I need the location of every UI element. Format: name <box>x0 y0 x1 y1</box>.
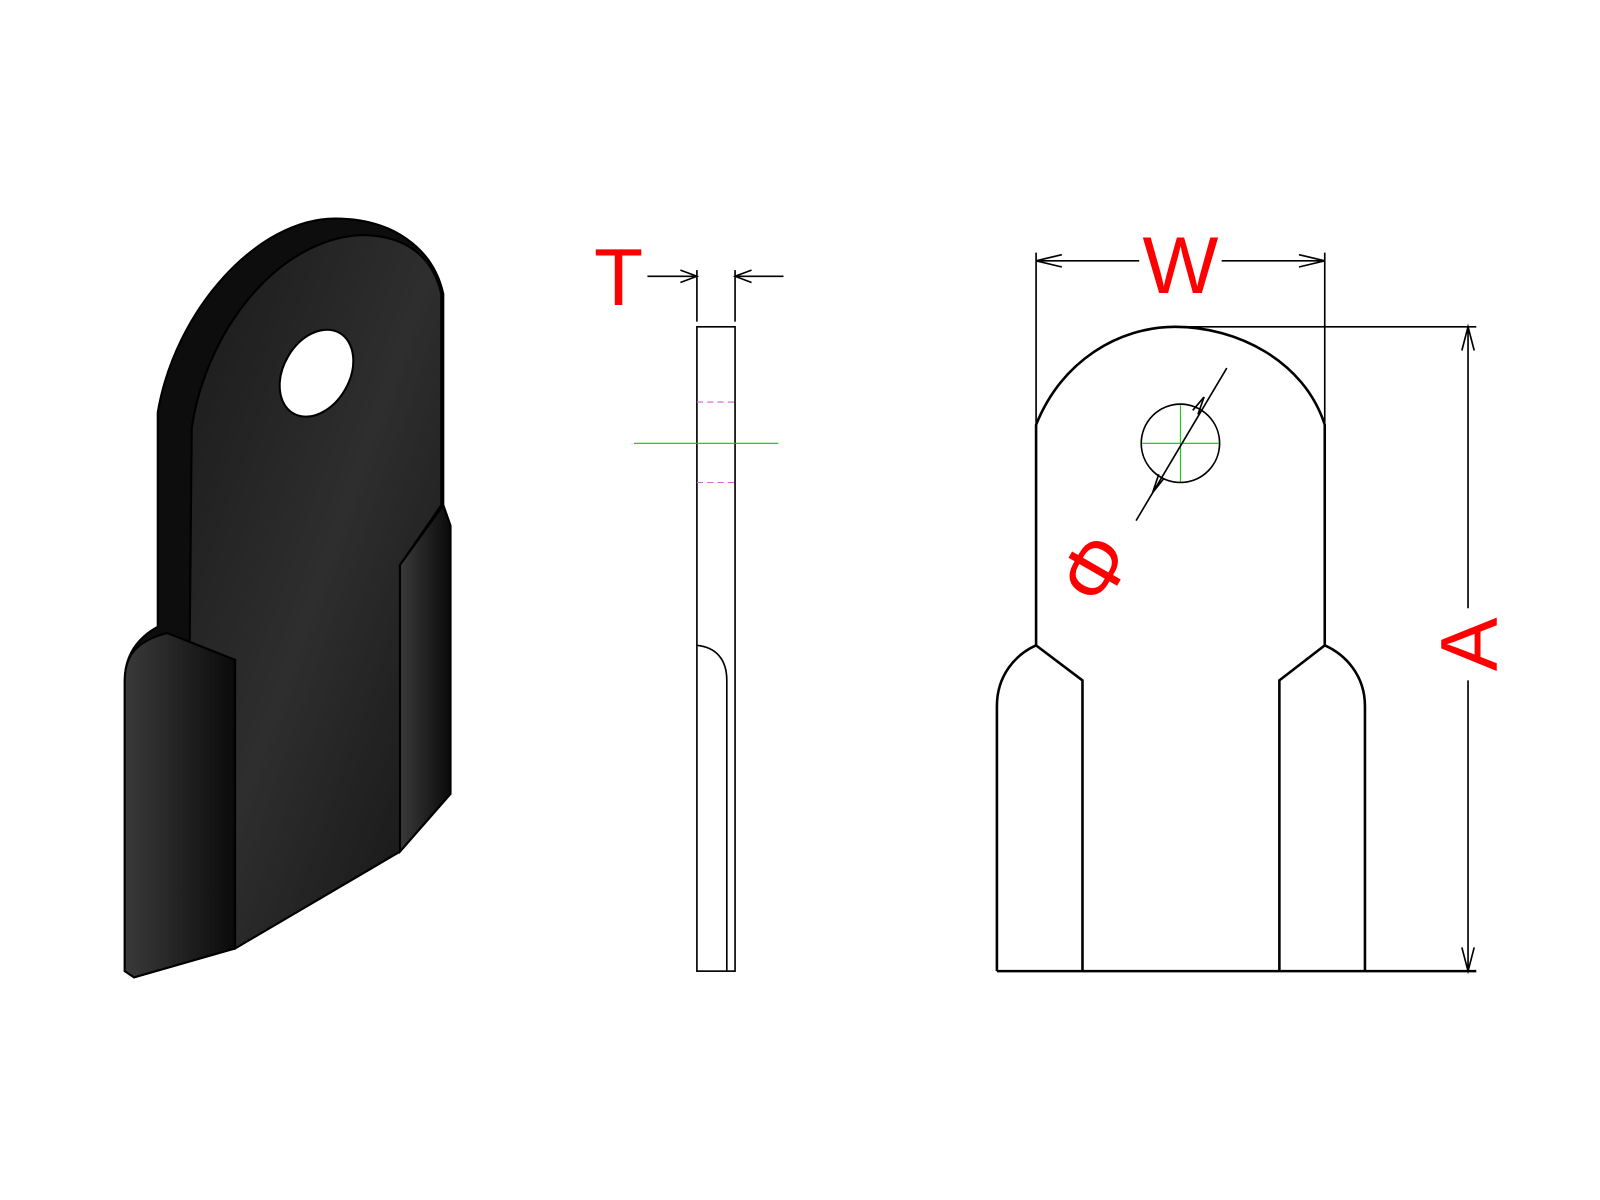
dimension-label-w: W <box>1142 221 1218 311</box>
part-hole <box>278 328 355 418</box>
dimension-label-a: A <box>1425 617 1515 671</box>
dimension-arrow <box>1221 253 1325 268</box>
left-tab <box>995 644 1084 972</box>
dimension-arrow <box>1461 323 1476 609</box>
hole <box>1140 403 1221 484</box>
diameter-dimension-line <box>1135 367 1228 522</box>
right-tab <box>1278 644 1367 972</box>
part-front-face <box>188 234 443 951</box>
dimension-arrow <box>647 269 700 284</box>
isometric-view <box>123 217 452 979</box>
dimension-label-phi: Φ <box>1040 519 1150 620</box>
side-bevel-line <box>696 644 728 972</box>
dimension-label-t: T <box>594 233 643 323</box>
dimension-arrow <box>1461 680 1476 975</box>
part-right-bevel <box>398 502 452 855</box>
side-profile <box>696 325 736 972</box>
dimension-arrow <box>732 269 784 284</box>
part-left-bevel <box>123 631 237 979</box>
side-view: T <box>594 233 784 972</box>
dimension-arrow <box>1035 253 1140 268</box>
front-view: Φ W A <box>995 221 1515 975</box>
